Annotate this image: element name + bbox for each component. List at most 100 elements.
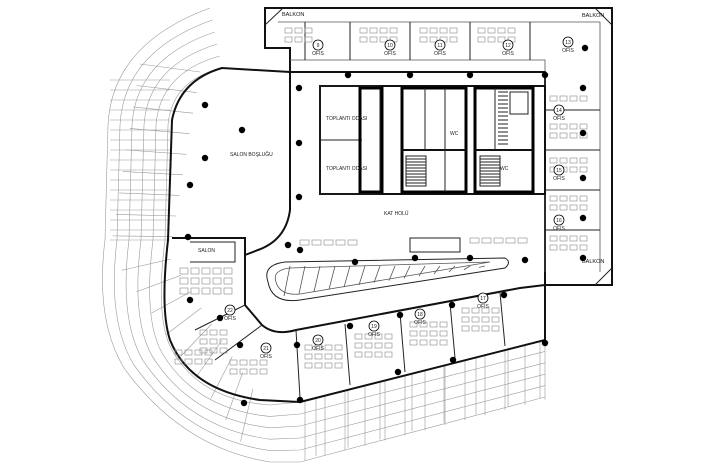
desk bbox=[194, 358, 203, 365]
desk bbox=[419, 27, 428, 34]
column bbox=[346, 322, 354, 330]
desk bbox=[284, 36, 293, 43]
desk bbox=[174, 358, 183, 365]
desk bbox=[299, 239, 310, 246]
desk bbox=[209, 347, 218, 354]
office-number: 17 bbox=[480, 296, 486, 302]
desk bbox=[429, 330, 438, 337]
desk bbox=[324, 362, 333, 369]
desk bbox=[481, 325, 490, 332]
column bbox=[541, 339, 549, 347]
office-label: OFİS bbox=[477, 303, 489, 310]
desk bbox=[549, 195, 558, 202]
column bbox=[295, 193, 303, 201]
desk bbox=[304, 344, 313, 351]
column bbox=[293, 341, 301, 349]
desk bbox=[491, 316, 500, 323]
column bbox=[184, 233, 192, 241]
desk bbox=[549, 244, 558, 251]
desk bbox=[569, 244, 578, 251]
desk bbox=[314, 362, 323, 369]
desk bbox=[239, 368, 248, 375]
facade-grid bbox=[102, 7, 546, 463]
desk bbox=[477, 27, 486, 34]
office-label: OFİS bbox=[553, 115, 565, 122]
column bbox=[186, 296, 194, 304]
core-wc-label-2: WC bbox=[500, 166, 509, 172]
desk bbox=[559, 204, 568, 211]
desk bbox=[323, 239, 334, 246]
desk bbox=[569, 166, 578, 173]
desk bbox=[194, 349, 203, 356]
office-label: OFİS bbox=[312, 50, 324, 57]
desk bbox=[471, 316, 480, 323]
office-number: 22 bbox=[227, 308, 233, 314]
column bbox=[295, 139, 303, 147]
column bbox=[406, 71, 414, 79]
office-number: 13 bbox=[565, 40, 571, 46]
desk bbox=[379, 36, 388, 43]
balcony-label-top-left: BALKON bbox=[282, 12, 304, 18]
desk bbox=[284, 27, 293, 34]
desk bbox=[190, 277, 200, 285]
desk bbox=[223, 267, 233, 275]
desk bbox=[359, 36, 368, 43]
desk bbox=[209, 338, 218, 345]
meeting-room-label-2: TOPLANTI ODASI bbox=[326, 166, 367, 172]
desk bbox=[223, 277, 233, 285]
desk bbox=[559, 235, 568, 242]
desk bbox=[369, 36, 378, 43]
desk bbox=[471, 307, 480, 314]
desk bbox=[249, 359, 258, 366]
desk bbox=[487, 27, 496, 34]
desk bbox=[579, 204, 588, 211]
balcony-label-top-right: BALKON bbox=[582, 13, 604, 19]
desk bbox=[374, 342, 383, 349]
desk bbox=[334, 344, 343, 351]
furniture bbox=[174, 27, 588, 375]
desk bbox=[439, 321, 448, 328]
desk bbox=[212, 277, 222, 285]
desk bbox=[324, 344, 333, 351]
desk bbox=[384, 333, 393, 340]
desk bbox=[219, 338, 228, 345]
office-number: 21 bbox=[263, 346, 269, 352]
column bbox=[579, 214, 587, 222]
desk bbox=[209, 329, 218, 336]
desk bbox=[314, 353, 323, 360]
column bbox=[201, 154, 209, 162]
column bbox=[500, 291, 508, 299]
desk bbox=[334, 362, 343, 369]
desk bbox=[204, 349, 213, 356]
balcony-label-bottom-right: BALKON bbox=[582, 259, 604, 265]
desk bbox=[364, 342, 373, 349]
column bbox=[466, 254, 474, 262]
desk bbox=[461, 325, 470, 332]
desk bbox=[461, 307, 470, 314]
desk bbox=[347, 239, 358, 246]
desk bbox=[364, 333, 373, 340]
desk bbox=[491, 307, 500, 314]
column bbox=[579, 129, 587, 137]
desk bbox=[311, 239, 322, 246]
office-label: OFİS bbox=[312, 345, 324, 352]
desk bbox=[559, 123, 568, 130]
office-number: 15 bbox=[556, 168, 562, 174]
desk bbox=[569, 95, 578, 102]
office-label: OFİS bbox=[553, 175, 565, 182]
desk bbox=[429, 27, 438, 34]
desk bbox=[429, 36, 438, 43]
column bbox=[238, 126, 246, 134]
desk bbox=[559, 95, 568, 102]
column bbox=[296, 246, 304, 254]
column bbox=[396, 311, 404, 319]
desk bbox=[497, 36, 506, 43]
desk bbox=[579, 195, 588, 202]
desk bbox=[219, 329, 228, 336]
